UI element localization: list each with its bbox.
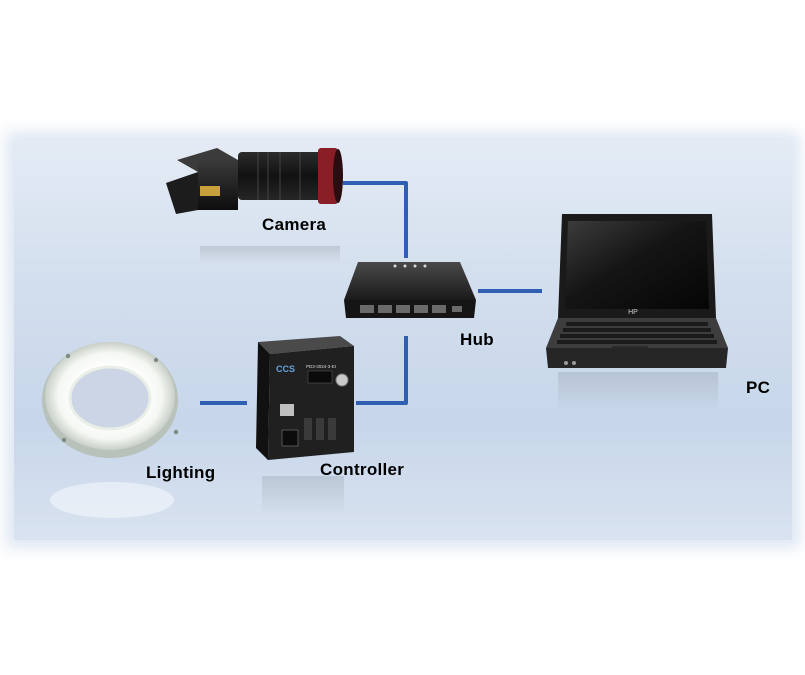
label-camera: Camera — [262, 215, 327, 234]
cable-lines — [200, 181, 542, 405]
label-hub: Hub — [460, 330, 494, 349]
cable-controller-hub — [356, 336, 408, 405]
label-controller: Controller — [320, 460, 405, 479]
controller-brand: CCS — [276, 364, 295, 374]
camera-device — [166, 148, 343, 264]
ring-light-device — [42, 342, 179, 518]
hub-device — [344, 262, 476, 318]
label-pc: PC — [746, 378, 771, 397]
controller-device: CCS PD3-3024-3-EI — [256, 336, 354, 516]
cable-camera-hub — [343, 181, 408, 258]
laptop-badge: HP — [628, 309, 638, 316]
controller-model: PD3-3024-3-EI — [306, 364, 336, 369]
label-lighting: Lighting — [146, 463, 216, 482]
laptop-device: HP — [546, 214, 728, 412]
